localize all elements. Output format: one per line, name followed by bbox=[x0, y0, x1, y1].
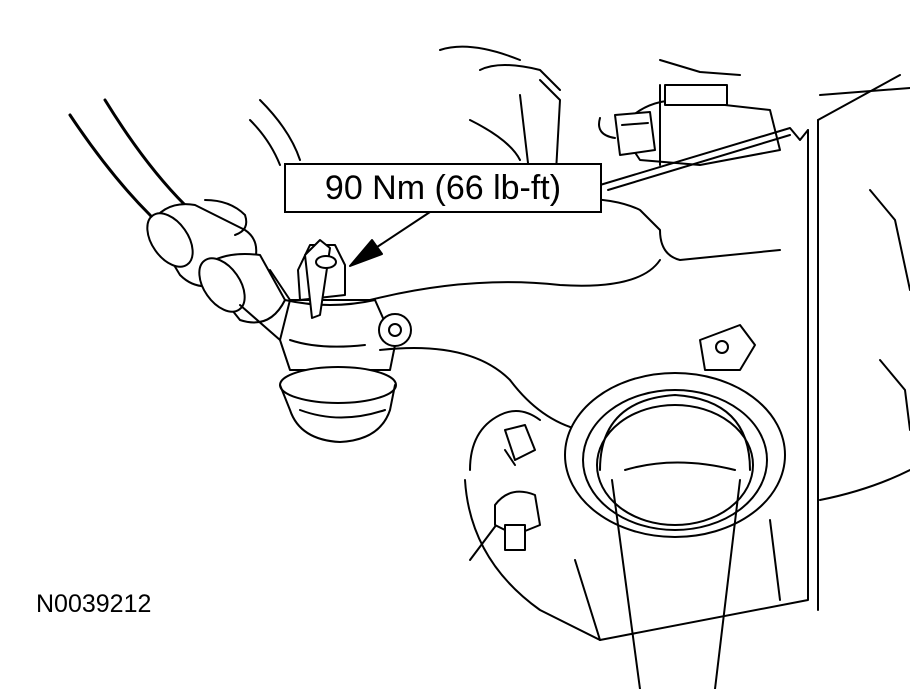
bolt-head bbox=[297, 239, 346, 319]
frame-casting bbox=[369, 74, 910, 641]
shaft-housing bbox=[564, 372, 786, 690]
upper-bracket bbox=[249, 45, 781, 191]
arrow-pointer-icon bbox=[349, 211, 431, 267]
small-bolt bbox=[378, 313, 412, 347]
hose-fitting bbox=[146, 199, 397, 443]
right-boss bbox=[699, 324, 756, 371]
torque-callout: 90 Nm (66 lb-ft) bbox=[284, 163, 602, 213]
lower-studs bbox=[494, 424, 541, 551]
figure-id: N0039212 bbox=[36, 590, 152, 618]
